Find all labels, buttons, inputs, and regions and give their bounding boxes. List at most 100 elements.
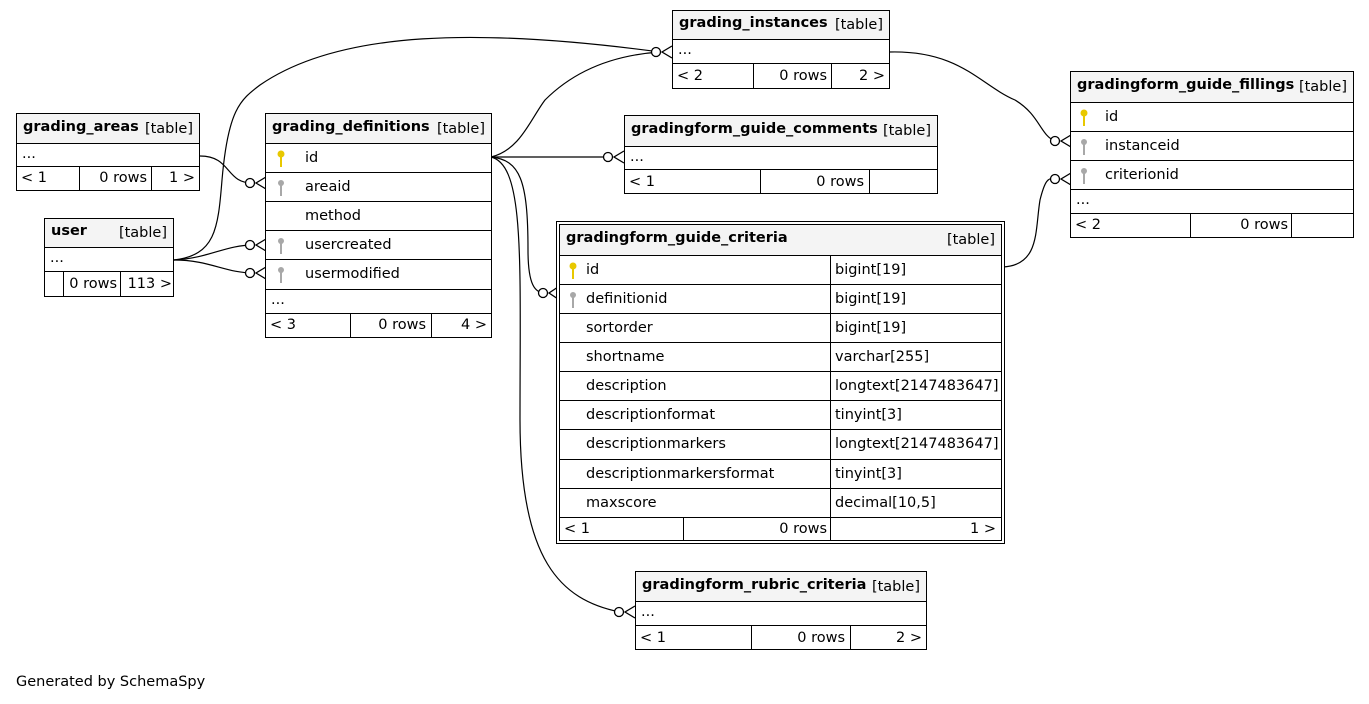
table-header: grading_definitions [table]	[266, 114, 491, 143]
more-columns: ...	[673, 39, 889, 63]
generated-by-label: Generated by SchemaSpy	[16, 674, 206, 690]
table-header: gradingform_guide_criteria [table]	[560, 225, 1001, 255]
children-count[interactable]: 2 >	[896, 630, 922, 646]
column-row-shortname[interactable]: shortname varchar[255]	[560, 342, 1001, 371]
more-columns: ...	[1071, 189, 1353, 213]
column-type: decimal[10,5]	[835, 495, 936, 511]
column-row-usercreated[interactable]: usercreated	[266, 230, 491, 259]
children-count[interactable]: 1 >	[970, 521, 996, 537]
column-row-descriptionmarkers[interactable]: descriptionmarkers longtext[2147483647]	[560, 429, 1001, 459]
table-gradingform-guide-criteria[interactable]: gradingform_guide_criteria [table] id bi…	[556, 221, 1005, 544]
column-row-method[interactable]: method	[266, 201, 491, 230]
ellipsis: ...	[1076, 192, 1090, 208]
children-count[interactable]	[869, 170, 933, 194]
parents-count[interactable]: < 1	[629, 174, 655, 190]
edge-instances-fillings	[888, 51, 1056, 142]
column-name: descriptionformat	[586, 407, 715, 423]
table-footer: < 3 0 rows 4 >	[266, 313, 491, 338]
children-count[interactable]: 1 >	[169, 170, 195, 186]
more-columns: ...	[17, 143, 199, 166]
table-name: grading_areas	[23, 119, 139, 135]
table-header: gradingform_rubric_criteria [table]	[636, 572, 926, 601]
ellipsis: ...	[641, 604, 655, 620]
more-columns: ...	[266, 289, 491, 313]
table-kind: [table]	[144, 121, 193, 137]
more-columns: ...	[625, 146, 937, 169]
table-footer: < 1 0 rows 1 >	[17, 166, 199, 191]
parents-count[interactable]: < 2	[1075, 217, 1101, 233]
primary-key-icon	[277, 150, 285, 167]
column-name: descriptionmarkersformat	[586, 466, 775, 482]
table-name: grading_definitions	[272, 119, 430, 135]
table-grading-areas[interactable]: grading_areas [table] ... < 1 0 rows 1 >	[16, 113, 200, 191]
column-row-descriptionmarkersformat[interactable]: descriptionmarkersformat tinyint[3]	[560, 459, 1001, 488]
table-kind: [table]	[436, 121, 485, 137]
edge-definitions-instances	[490, 51, 661, 158]
edge-user-grading-instances	[173, 36, 661, 261]
column-type: longtext[2147483647]	[835, 436, 999, 452]
more-columns: ...	[45, 247, 173, 271]
ellipsis: ...	[630, 149, 644, 165]
column-type: bigint[19]	[835, 291, 907, 307]
column-name: shortname	[586, 349, 665, 365]
column-type: tinyint[3]	[835, 407, 902, 423]
column-row-id[interactable]: id	[266, 143, 491, 172]
table-kind: [table]	[946, 232, 995, 248]
table-header: gradingform_guide_fillings [table]	[1071, 72, 1353, 102]
column-row-id[interactable]: id bigint[19]	[560, 255, 1001, 284]
table-grading-instances[interactable]: grading_instances [table] ... < 2 0 rows…	[672, 10, 890, 89]
children-count[interactable]	[1291, 214, 1349, 238]
column-type: bigint[19]	[835, 262, 907, 278]
edge-criteria-fillings	[1002, 177, 1056, 268]
table-header: user [table]	[45, 219, 173, 247]
column-row-definitionid[interactable]: definitionid bigint[19]	[560, 284, 1001, 313]
foreign-key-icon	[278, 238, 284, 254]
table-name: gradingform_guide_comments	[631, 121, 878, 137]
table-kind: [table]	[882, 123, 931, 139]
row-count: 0 rows	[779, 521, 827, 537]
table-footer: < 2 0 rows	[1071, 213, 1353, 238]
table-header: grading_areas [table]	[17, 114, 199, 143]
column-name: usermodified	[305, 266, 400, 282]
children-count[interactable]: 2 >	[859, 68, 885, 84]
row-count: 0 rows	[816, 174, 864, 190]
row-count: 0 rows	[378, 317, 426, 333]
table-grading-definitions[interactable]: grading_definitions [table] id areaid me…	[265, 113, 492, 338]
table-gradingform-guide-comments[interactable]: gradingform_guide_comments [table] ... <…	[624, 115, 938, 194]
table-header: grading_instances [table]	[673, 11, 889, 39]
column-row-id[interactable]: id	[1071, 102, 1353, 131]
children-count[interactable]: 113 >	[127, 276, 172, 292]
table-gradingform-rubric-criteria[interactable]: gradingform_rubric_criteria [table] ... …	[635, 571, 927, 650]
table-name: gradingform_rubric_criteria	[642, 577, 867, 593]
column-name: definitionid	[586, 291, 668, 307]
column-name: maxscore	[586, 495, 657, 511]
table-name: user	[51, 223, 87, 239]
ellipsis: ...	[22, 146, 36, 162]
table-footer: < 1 0 rows	[625, 169, 937, 194]
table-kind: [table]	[118, 225, 167, 241]
children-count[interactable]: 4 >	[461, 317, 487, 333]
column-name: description	[586, 378, 667, 394]
parents-count[interactable]: < 1	[21, 170, 47, 186]
column-row-maxscore[interactable]: maxscore decimal[10,5]	[560, 488, 1001, 517]
table-gradingform-guide-fillings[interactable]: gradingform_guide_fillings [table] id in…	[1070, 71, 1354, 238]
foreign-key-icon	[278, 180, 284, 196]
column-row-sortorder[interactable]: sortorder bigint[19]	[560, 313, 1001, 342]
parents-count[interactable]: < 1	[640, 630, 666, 646]
ellipsis: ...	[678, 42, 692, 58]
row-count: 0 rows	[797, 630, 845, 646]
column-row-description[interactable]: description longtext[2147483647]	[560, 371, 1001, 400]
parents-count[interactable]: < 1	[564, 521, 590, 537]
column-row-instanceid[interactable]: instanceid	[1071, 131, 1353, 160]
table-user[interactable]: user [table] ... 0 rows 113 >	[44, 218, 174, 297]
column-row-descriptionformat[interactable]: descriptionformat tinyint[3]	[560, 400, 1001, 429]
table-kind: [table]	[1298, 79, 1347, 95]
column-name: id	[1105, 109, 1119, 125]
column-row-criterionid[interactable]: criterionid	[1071, 160, 1353, 189]
parents-count[interactable]: < 3	[270, 317, 296, 333]
column-row-usermodified[interactable]: usermodified	[266, 259, 491, 289]
parents-count[interactable]: < 2	[677, 68, 703, 84]
column-row-areaid[interactable]: areaid	[266, 172, 491, 201]
ellipsis: ...	[271, 292, 285, 308]
